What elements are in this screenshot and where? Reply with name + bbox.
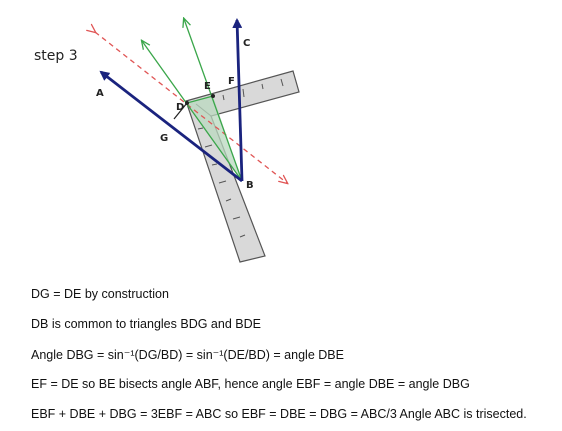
point-label-e: E xyxy=(204,81,211,92)
point-label-f: F xyxy=(228,76,235,87)
proof-line-5: EBF + DBE + DBG = 3EBF = ABC so EBF = DB… xyxy=(31,407,527,421)
point-label-b: B xyxy=(246,180,254,191)
proof-line-1: DG = DE by construction xyxy=(31,287,169,301)
ray-bc xyxy=(232,18,244,182)
ray-ba xyxy=(99,70,243,183)
point-e-marker xyxy=(211,94,215,98)
segment-de-green xyxy=(186,95,214,104)
point-label-a: A xyxy=(96,88,104,99)
point-label-c: C xyxy=(243,38,250,49)
point-label-d: D xyxy=(176,102,184,113)
ray-bd-green xyxy=(142,41,243,182)
proof-line-4: EF = DE so BE bisects angle ABF, hence a… xyxy=(31,377,470,391)
dashed-line-db xyxy=(95,32,287,183)
proof-line-2: DB is common to triangles BDG and BDE xyxy=(31,317,261,331)
segment-dg xyxy=(173,102,188,120)
step-label: step 3 xyxy=(34,48,78,64)
proof-line-3: Angle DBG = sin⁻¹(DG/BD) = sin⁻¹(DE/BD) … xyxy=(31,348,344,362)
point-label-g: G xyxy=(160,133,168,144)
ray-be-green xyxy=(184,19,243,182)
point-d-marker xyxy=(185,101,189,105)
